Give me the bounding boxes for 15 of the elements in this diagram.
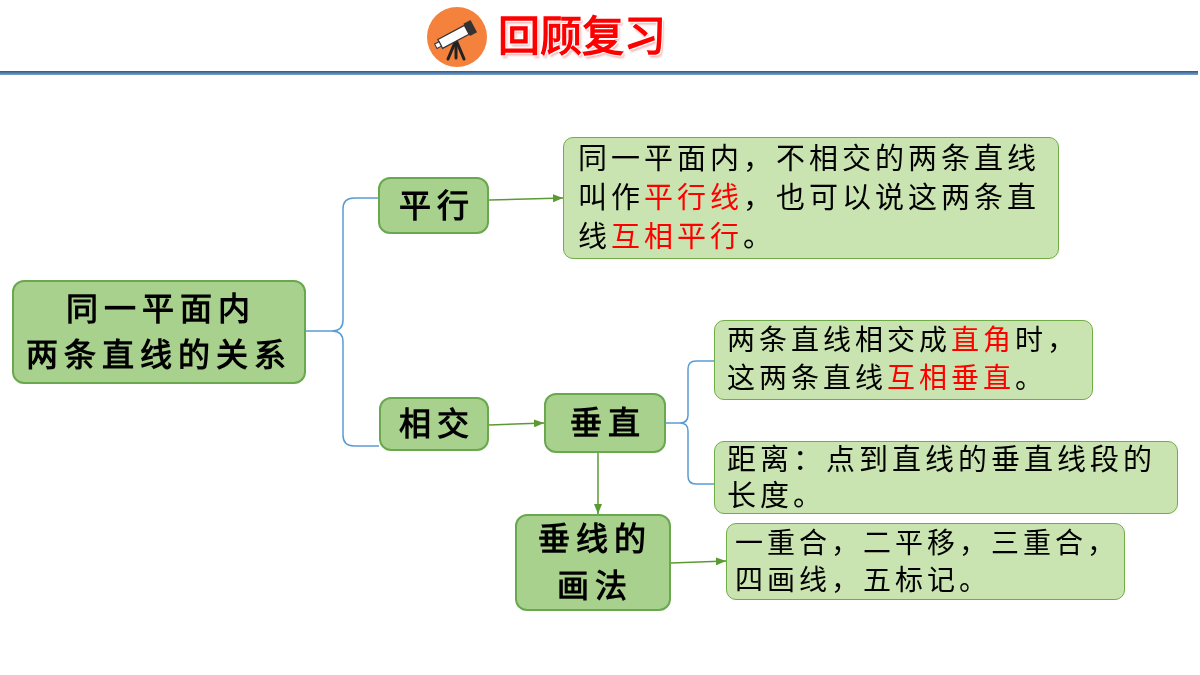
note-box: 同一平面内，不相交的两条直线叫作平行线，也可以说这两条直线互相平行。 [563,137,1059,259]
arrow [670,557,727,566]
arrow [488,419,545,428]
title: 回顾复习 [498,12,666,62]
note-box: 距离：点到直线的垂直线段的长度。 [714,441,1178,514]
branch-box: 垂线的画法 [515,514,671,611]
arrow [594,452,602,515]
brace-connector [665,360,715,485]
branch-box: 相交 [379,397,489,451]
arrow [488,194,564,203]
branch-box: 平行 [378,177,489,234]
note-box: 两条直线相交成直角时，这两条直线互相垂直。 [714,320,1093,400]
note-box: 一重合，二平移，三重合，四画线，五标记。 [726,523,1125,600]
branch-box: 垂直 [544,393,666,453]
topic-box: 同一平面内两条直线的关系 [12,280,306,384]
